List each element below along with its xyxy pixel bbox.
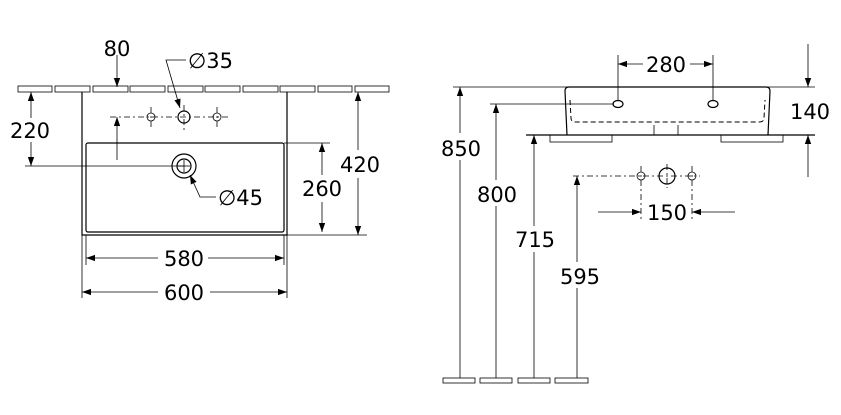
side-view: 280 140 850 800 715 595 150 <box>441 44 830 384</box>
dim-715-label: 715 <box>515 228 555 252</box>
dim-800-label: 800 <box>477 183 517 207</box>
dim-580-label: 580 <box>164 247 204 271</box>
dim-595-label: 595 <box>560 265 600 289</box>
tap-holes <box>110 105 230 130</box>
dim-220-label: 220 <box>10 119 50 143</box>
dim-260-label: 260 <box>302 177 342 201</box>
dim-600-label: 600 <box>164 281 204 305</box>
counter-support-right <box>720 134 784 143</box>
counter-support-left <box>549 134 613 143</box>
floor-tiles <box>442 377 589 384</box>
tap-hole-diameter-label: ∅35 <box>188 49 233 73</box>
front-view: 80 ∅35 ∅45 220 260 420 580 600 <box>10 37 390 305</box>
dim-850-label: 850 <box>441 137 481 161</box>
dim-80-label: 80 <box>104 37 131 61</box>
basin-outline <box>81 92 288 236</box>
basin-bowl <box>85 142 285 233</box>
dim-280-label: 280 <box>646 53 686 77</box>
dim-150-label: 150 <box>647 201 687 225</box>
waste-diameter-label: ∅45 <box>218 186 263 210</box>
dim-140-label: 140 <box>790 100 830 124</box>
basin-side-outline <box>564 86 771 136</box>
wall-outlets <box>636 164 697 220</box>
dim-420-label: 420 <box>340 153 380 177</box>
wall-tiles <box>17 85 390 93</box>
